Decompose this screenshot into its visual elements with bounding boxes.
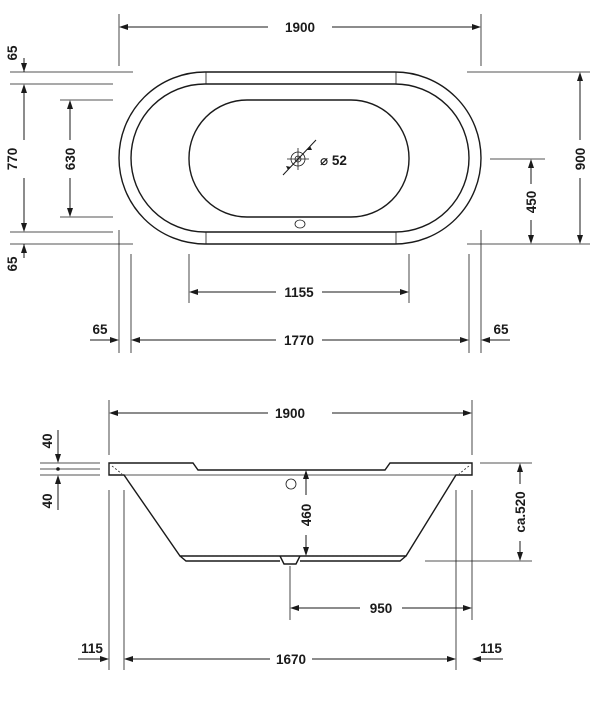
rim-top-label: 65 [5,45,20,61]
drain-diameter-label: ⌀ 52 [320,153,347,168]
dim-total-height: ca.520 [513,463,528,561]
side-view: 1900 40 40 [40,400,532,670]
rim-bottom-label: 65 [5,256,20,272]
dim-rim-bottom: 65 [5,244,27,272]
drain-to-end-label: 950 [370,601,393,616]
dim-side-overall-length: 1900 [108,400,473,455]
inner-length-label: 1770 [284,333,314,348]
overflow-circle [285,478,297,490]
top-ledge [205,71,397,85]
tub-outer-outline [118,71,482,245]
rim-height-top-label: 40 [40,433,55,448]
dim-inner-width: 770 [5,84,27,232]
base-length-label: 1670 [276,652,306,667]
overall-length-label: 1900 [285,20,315,35]
dim-drain-to-end: 950 [289,490,473,620]
depth-label: 460 [299,504,314,527]
dim-depth: 460 [299,470,314,556]
inner-width-label: 770 [5,148,20,171]
bottom-ledge [205,231,397,245]
dim-inner-length: 1770 65 65 [90,230,510,353]
drain-symbol [282,139,317,176]
dim-rim-height: 40 40 [40,430,61,510]
tub-inner-rim [130,83,470,233]
dim-rim-top: 65 [5,45,27,72]
basin-width-label: 630 [63,148,78,171]
rim-left-label: 65 [92,322,108,337]
dim-base-length: 1670 115 115 [78,490,503,670]
dim-overall-width: 900 [573,72,588,244]
tub-basin [188,99,410,218]
dim-drain-offset: 450 [524,159,539,244]
rim-right-label: 65 [493,322,509,337]
overflow-hole [294,219,306,229]
dim-overall-length-top: 1900 [118,14,482,66]
overall-width-label: 900 [573,148,588,171]
basin-length-label: 1155 [284,285,314,300]
total-height-label: ca.520 [513,491,528,532]
rim-height-bottom-label: 40 [40,493,55,508]
side-overall-length-label: 1900 [275,406,305,421]
top-view: ⌀ 52 1900 65 770 [5,14,590,353]
tub-side-profile [108,462,473,565]
offset-left-label: 115 [81,641,103,656]
dim-basin-length: 1155 [188,254,410,303]
drain-offset-label: 450 [524,191,539,214]
offset-right-label: 115 [480,641,502,656]
dim-basin-width: 630 [63,100,78,217]
